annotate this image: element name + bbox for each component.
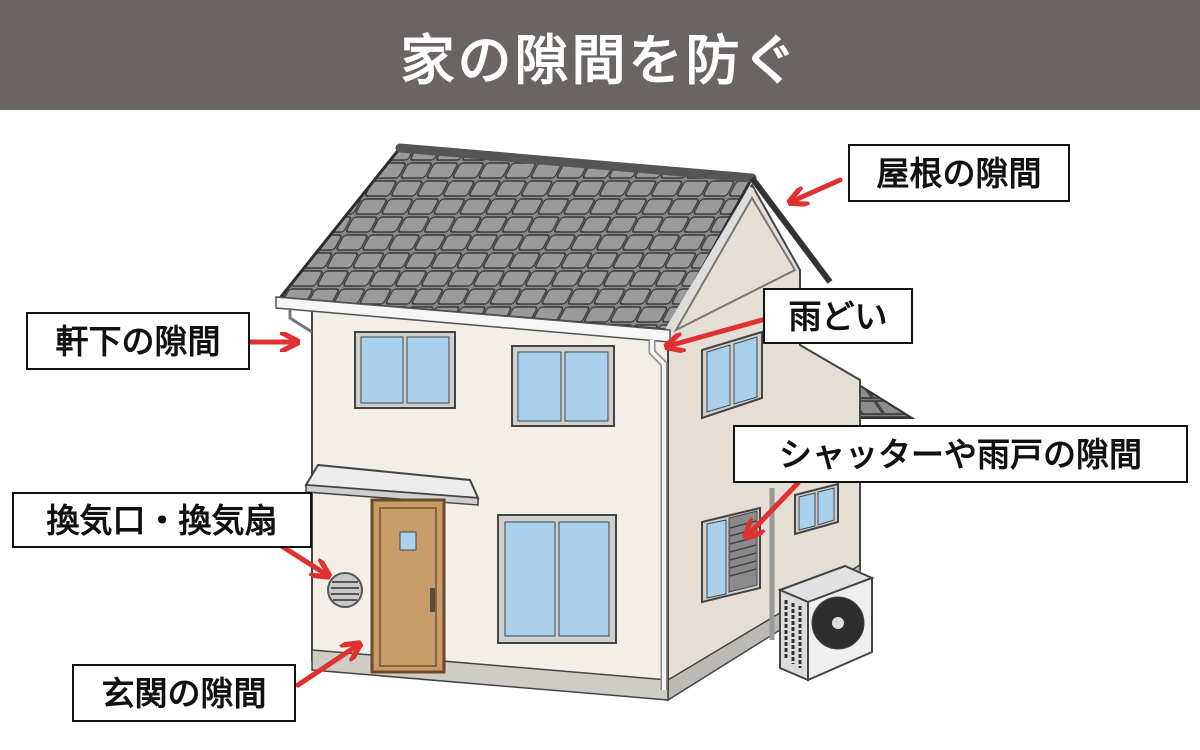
lower-window: [497, 514, 617, 644]
vent-grille: [327, 572, 363, 608]
page-title: 家の隙間を防ぐ: [400, 28, 800, 92]
label-shutter-gap: シャッターや雨戸の隙間: [733, 425, 1188, 483]
arrow-shutter: [750, 480, 801, 533]
air-conditioner-outdoor-unit: [777, 564, 875, 682]
label-entrance-gap: 玄関の隙間: [72, 664, 296, 722]
arrow-gutter: [672, 317, 765, 345]
house-illustration: [247, 143, 916, 702]
label-rain-gutter: 雨どい: [763, 288, 913, 344]
side-small-window: [794, 482, 839, 536]
main-roof: [277, 143, 833, 332]
upper-window-right: [511, 345, 615, 427]
shutter-window: [701, 506, 761, 604]
label-roof-gap: 屋根の隙間: [848, 144, 1070, 202]
title-banner: 家の隙間を防ぐ: [0, 0, 1200, 110]
side-upper-window: [701, 330, 763, 420]
label-vent: 換気口・換気扇: [12, 492, 312, 548]
label-eaves-gap: 軒下の隙間: [26, 312, 250, 370]
upper-window-left: [354, 331, 456, 409]
pointer-arrows: [247, 177, 843, 688]
front-door: [370, 498, 446, 674]
arrow-entrance: [295, 647, 355, 688]
illustration-area: [0, 110, 1200, 750]
arrow-vent: [277, 542, 324, 573]
arrow-roof: [795, 177, 843, 200]
